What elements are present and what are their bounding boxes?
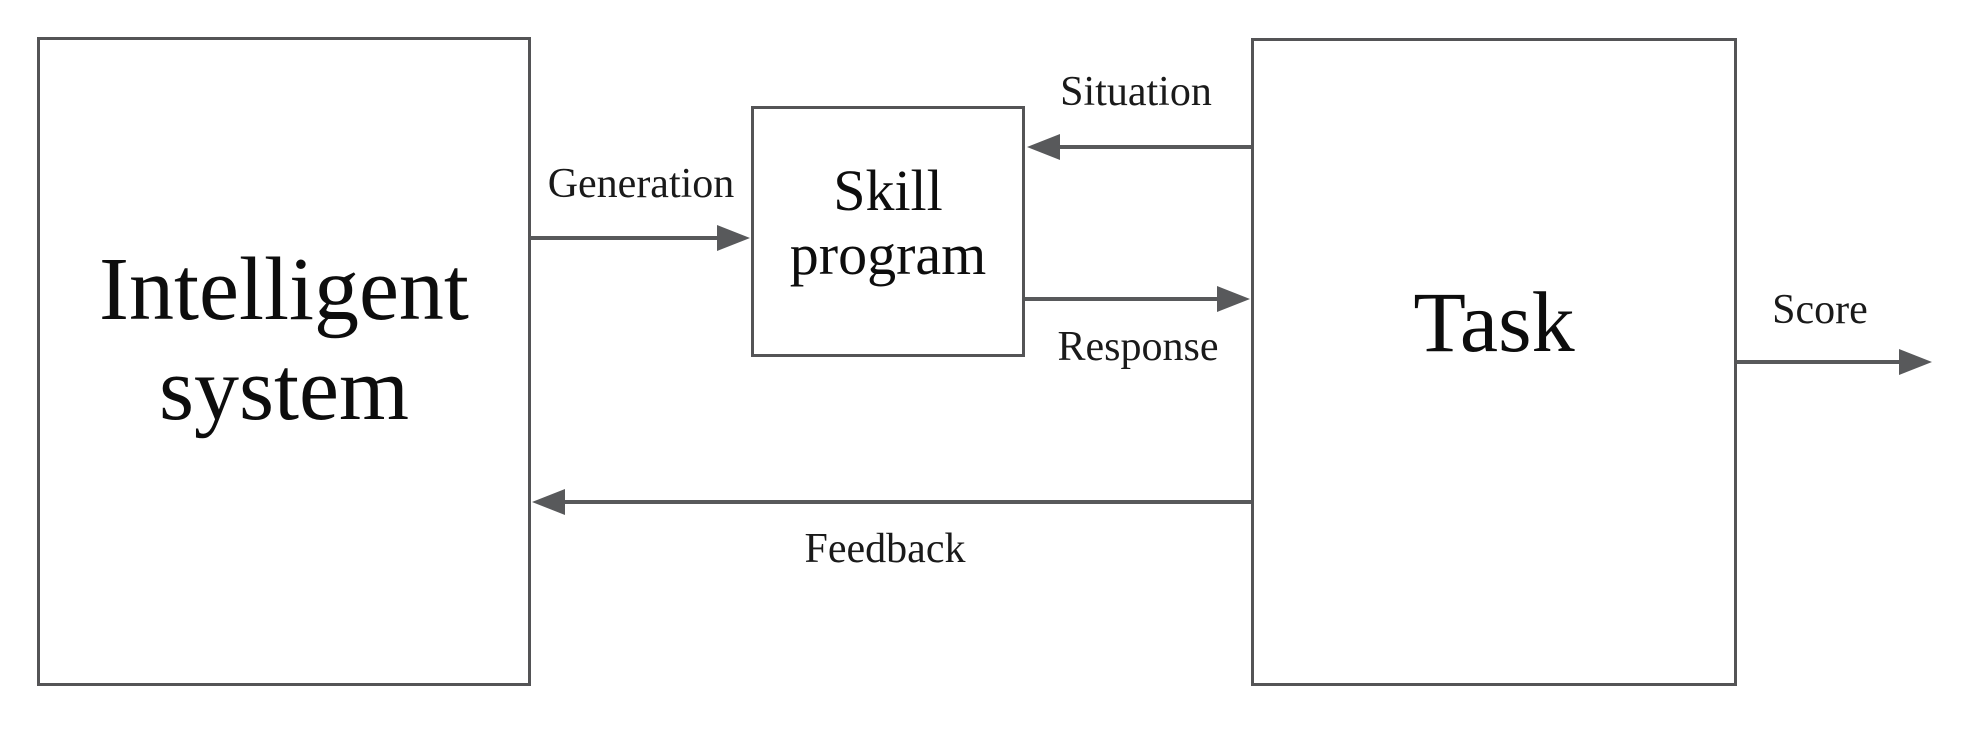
edge-response-label: Response	[1057, 324, 1219, 370]
edge-generation-line	[530, 236, 718, 240]
arrowhead-right-icon	[1899, 349, 1932, 375]
edge-response-line	[1025, 297, 1218, 301]
edge-situation-line	[1060, 145, 1251, 149]
arrowhead-right-icon	[717, 225, 750, 251]
node-skill-program-label: Skill program	[789, 157, 987, 287]
edge-situation-label: Situation	[1060, 69, 1212, 115]
edge-score-label: Score	[1772, 287, 1868, 333]
node-intelligent-system-label: Intelligent system	[99, 240, 469, 439]
node-task: Task	[1251, 38, 1737, 686]
node-task-label: Task	[1413, 273, 1575, 370]
arrowhead-left-icon	[1027, 134, 1060, 160]
arrowhead-right-icon	[1217, 286, 1250, 312]
node-intelligent-system: Intelligent system	[37, 37, 531, 686]
edge-generation-label: Generation	[547, 161, 735, 207]
edge-score-line	[1737, 360, 1900, 364]
edge-feedback-line	[564, 500, 1251, 504]
edge-feedback-label: Feedback	[804, 526, 966, 572]
node-skill-program: Skill program	[751, 106, 1025, 357]
arrowhead-left-icon	[532, 489, 565, 515]
